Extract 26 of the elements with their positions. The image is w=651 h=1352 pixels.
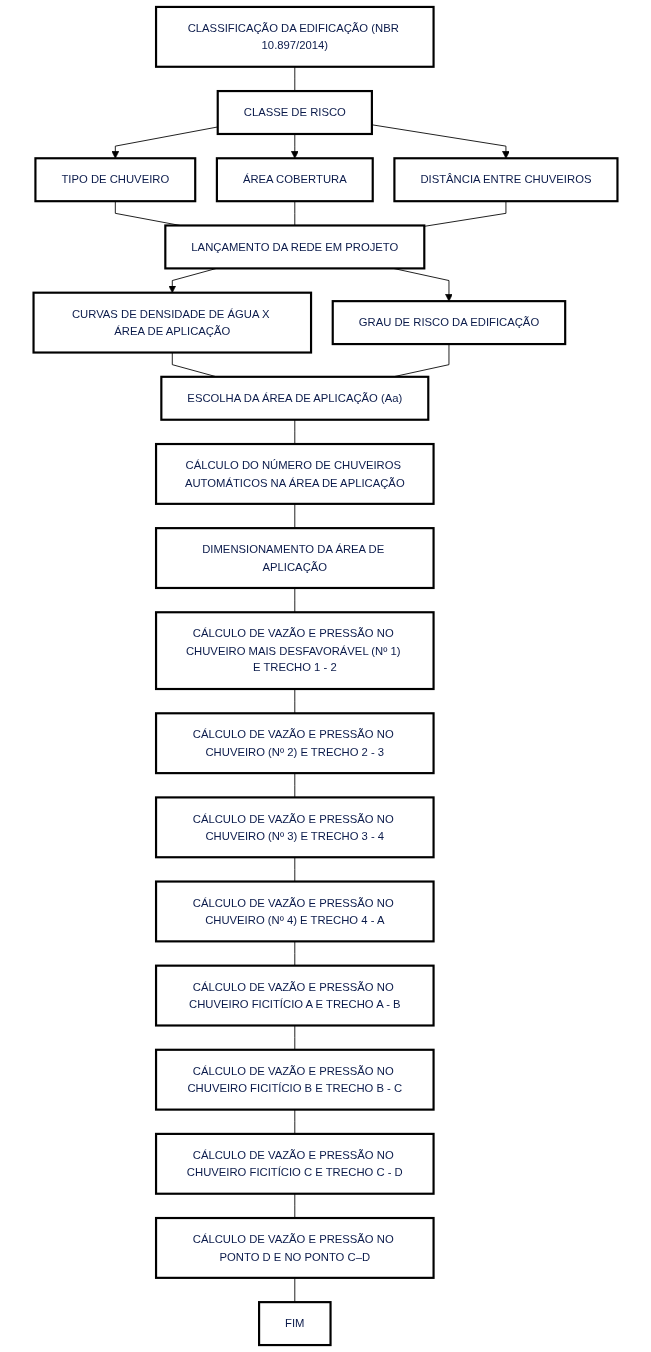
node-box: ESCOLHA DA ÁREA DE APLICAÇÃO (Aa)	[160, 375, 430, 421]
node-box: CÁLCULO DO NÚMERO DE CHUVEIROS AUTOMÁTICOS NA ÁREA DE APLICAÇÃO	[154, 442, 435, 505]
node-box: FIM	[258, 1301, 332, 1347]
connector	[294, 1193, 296, 1219]
node-box: CÁLCULO DE VAZÃO E PRESSÃO NO PONTO D E NO PONTO C–D	[154, 1216, 435, 1279]
node-box: CÁLCULO DE VAZÃO E PRESSÃO NO CHUVEIRO (Nº 3) E TRECHO 3 - 4	[154, 796, 435, 859]
node-box: CÁLCULO DE VAZÃO E PRESSÃO NO CHUVEIRO (Nº 2) E TRECHO 2 - 3	[154, 712, 435, 775]
node-box: CÁLCULO DE VAZÃO E PRESSÃO NO CHUVEIRO MAIS DESFAVORÁVEL (Nº 1) E TRECHO 1 - 2	[154, 611, 435, 691]
node-box: CÁLCULO DE VAZÃO E PRESSÃO NO CHUVEIRO FICITÍCIO C E TRECHO C - D	[154, 1132, 435, 1195]
node-box: LANÇAMENTO DA REDE EM PROJETO	[164, 224, 426, 270]
node-box: CÁLCULO DE VAZÃO E PRESSÃO NO CHUVEIRO FICITÍCIO A E TRECHO A - B	[154, 964, 435, 1027]
node-box: DISTÂNCIA ENTRE CHUVEIROS	[393, 157, 619, 203]
node-box: DIMENSIONAMENTO DA ÁREA DE APLICAÇÃO	[154, 527, 435, 590]
connector	[294, 66, 296, 92]
node-box: CURVAS DE DENSIDADE DE ÁGUA X ÁREA DE APLICAÇÃO	[32, 291, 313, 354]
connector	[294, 419, 296, 445]
connector	[294, 1277, 296, 1303]
node-box: CÁLCULO DE VAZÃO E PRESSÃO NO CHUVEIRO FICITÍCIO B E TRECHO B - C	[154, 1048, 435, 1111]
node-box: CÁLCULO DE VAZÃO E PRESSÃO NO CHUVEIRO (Nº 4) E TRECHO 4 - A	[154, 880, 435, 943]
connector	[294, 587, 296, 613]
node-box: CLASSE DE RISCO	[216, 89, 373, 136]
node-box: GRAU DE RISCO DA EDIFICAÇÃO	[331, 300, 567, 346]
connector	[294, 503, 296, 529]
node-box: TIPO DE CHUVEIRO	[34, 157, 197, 203]
node-box: CLASSIFICAÇÃO DA EDIFICAÇÃO (NBR 10.897/2014)	[154, 5, 435, 68]
node-box: ÁREA COBERTURA	[215, 157, 374, 203]
